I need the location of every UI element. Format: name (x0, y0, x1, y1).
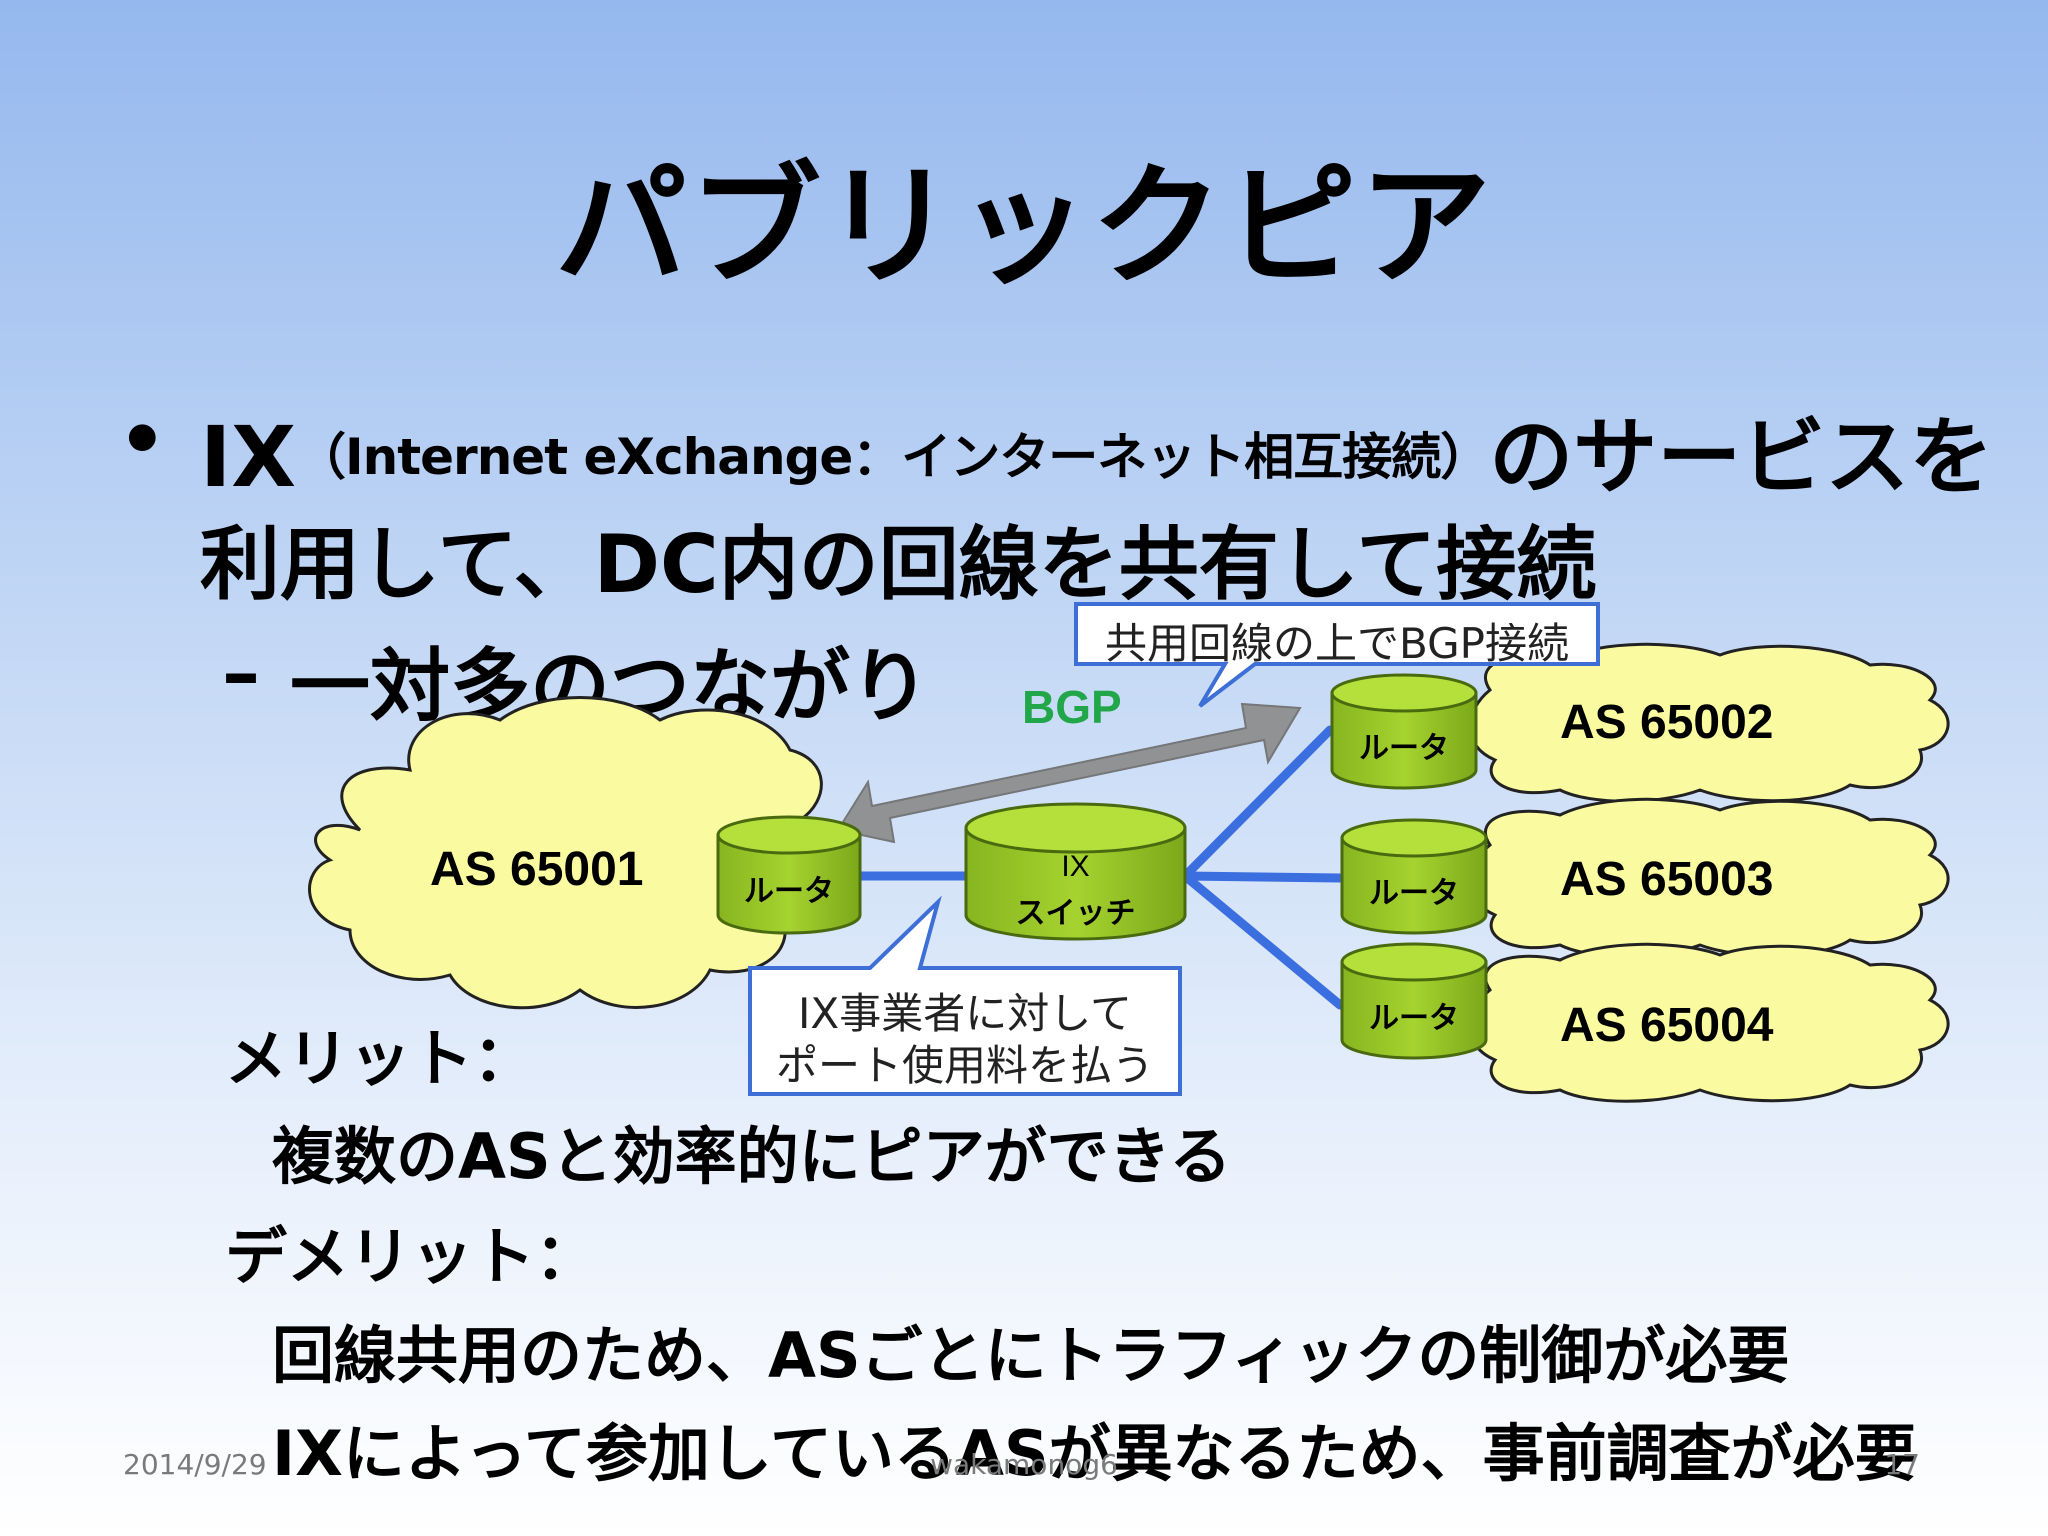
ix-links (853, 725, 1345, 1010)
bullet-line-1-paren: （Internet eXchange：インターネット相互接続） (296, 428, 1490, 486)
callout-bottom-shape (748, 895, 1182, 1096)
link-ix-as65002 (1180, 725, 1335, 881)
bullet-line-2: 利用して、DC内の回線を共有して接続 (200, 518, 1597, 611)
footer-center: wakamonog6 (930, 1448, 1118, 1481)
cloud-as65002 (1468, 642, 1950, 803)
callout-top-shape (1074, 602, 1600, 708)
cloud-as65003 (1468, 797, 1950, 958)
slide-title: パブリックピア (555, 150, 1493, 304)
bullet-line-1-main: IX (200, 408, 297, 506)
bullet-line-1-tail: のサービスを (1489, 408, 1994, 506)
router-as65002 (1330, 673, 1478, 790)
as-65001-label: AS 65001 (430, 843, 644, 896)
router-left-label: ルータ (744, 874, 834, 909)
as-65002-label: AS 65002 (1560, 696, 1774, 749)
demerit-text-2: IXによって参加しているASが異なるため、事前調査が必要 (272, 1417, 1917, 1490)
demerit-label: デメリット： (225, 1220, 598, 1293)
router-left (716, 815, 862, 935)
merit-label: メリット： (225, 1022, 536, 1095)
ix-switch (964, 802, 1187, 941)
demerit-text-1: 回線共用のため、ASごとにトラフィックの制御が必要 (272, 1319, 1790, 1392)
ix-switch-label-1: IX (1061, 850, 1090, 883)
router-as65003-label: ルータ (1369, 876, 1459, 911)
link-ix-as65004 (1180, 871, 1345, 1010)
link-ix-as65003 (1180, 871, 1345, 883)
cloud-as65004 (1468, 942, 1950, 1103)
router-as65004 (1340, 942, 1488, 1060)
bgp-double-arrow (836, 702, 1302, 844)
callout-bottom-line-1: IX事業者に対して (798, 989, 1132, 1038)
as-65003-label: AS 65003 (1560, 853, 1774, 906)
as-65004-label: AS 65004 (1560, 999, 1774, 1052)
router-as65003 (1340, 818, 1488, 935)
sub-bullet-dash: – (222, 628, 260, 717)
footer-date: 2014/9/29 (123, 1448, 267, 1481)
router-as65004-label: ルータ (1369, 1001, 1459, 1036)
merit-text: 複数のASと効率的にピアができる (272, 1120, 1232, 1193)
bullet-marker: • (118, 395, 167, 484)
bullet-line-1: IX（Internet eXchange：インターネット相互接続）のサービスを (200, 390, 1993, 511)
callout-bottom-line-2: ポート使用料を払う (775, 1041, 1154, 1090)
footer-page-number: 17 (1884, 1448, 1920, 1481)
router-as65002-label: ルータ (1359, 731, 1449, 766)
bgp-label: BGP (1022, 681, 1122, 733)
ix-switch-label-2: スイッチ (1015, 896, 1136, 931)
callout-top-text: 共用回線の上でBGP接続 (1105, 619, 1569, 668)
